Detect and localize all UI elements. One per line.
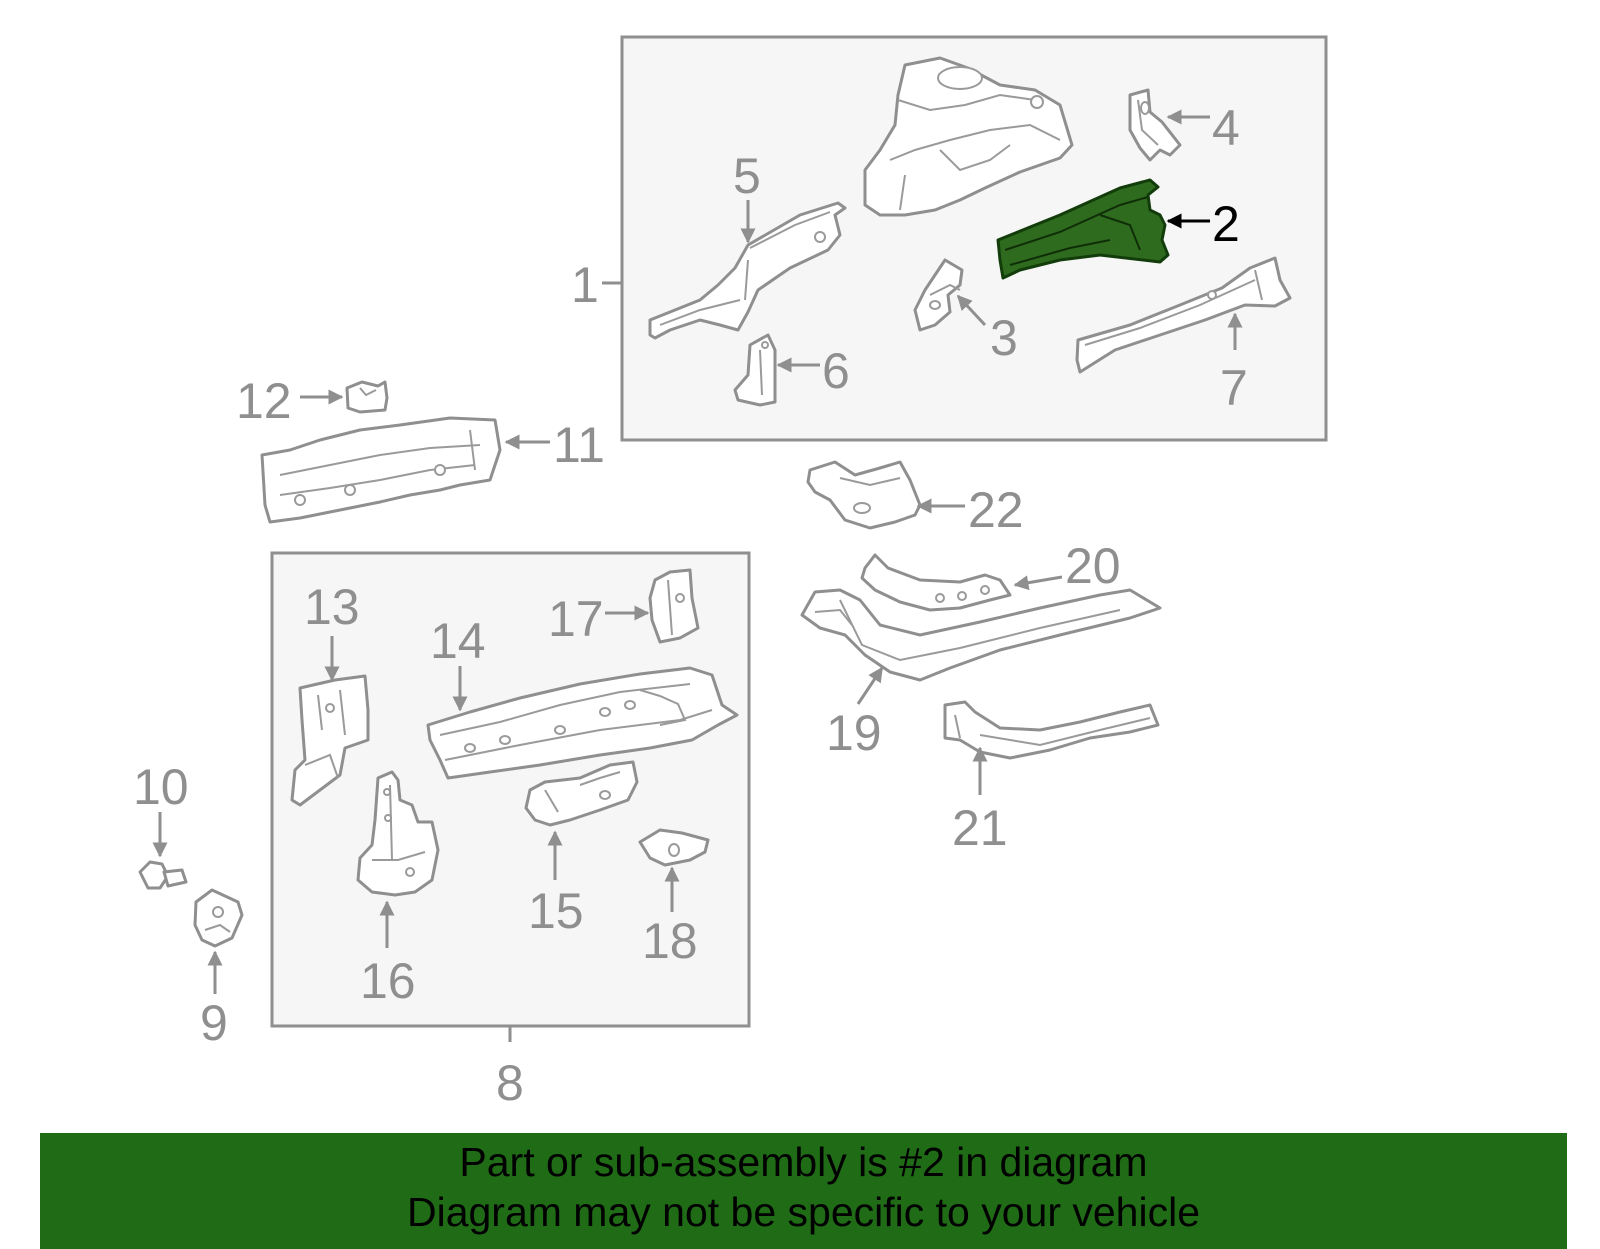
part-22 bbox=[806, 460, 922, 530]
callout-15: 15 bbox=[528, 883, 584, 939]
part-19 bbox=[800, 588, 1162, 682]
part-10-bolt bbox=[138, 860, 188, 890]
callout-19: 19 bbox=[826, 705, 882, 761]
callout-1: 1 bbox=[571, 257, 599, 313]
part-14 bbox=[426, 666, 739, 780]
callout-5: 5 bbox=[733, 148, 761, 204]
leader-3 bbox=[956, 294, 987, 327]
callout-12: 12 bbox=[236, 373, 292, 429]
callout-2: 2 bbox=[1212, 196, 1240, 252]
part-16 bbox=[356, 770, 440, 897]
callout-17: 17 bbox=[548, 591, 604, 647]
callout-14: 14 bbox=[430, 613, 486, 669]
callout-11: 11 bbox=[553, 417, 605, 473]
leader-19 bbox=[856, 666, 884, 705]
callout-22: 22 bbox=[968, 482, 1024, 538]
part-5 bbox=[648, 201, 847, 340]
part-9-plate bbox=[193, 888, 244, 948]
callout-3: 3 bbox=[990, 310, 1018, 366]
callout-6: 6 bbox=[822, 343, 850, 399]
callout-9: 9 bbox=[200, 995, 228, 1051]
part-11 bbox=[260, 416, 502, 524]
part-6 bbox=[733, 333, 777, 407]
part-7 bbox=[1075, 256, 1292, 374]
callout-21: 21 bbox=[952, 800, 1008, 856]
part-wheelhouse-upper bbox=[863, 56, 1074, 217]
part-18 bbox=[638, 828, 710, 867]
part-15 bbox=[524, 760, 639, 827]
part-12 bbox=[345, 380, 389, 414]
part-20 bbox=[860, 553, 1012, 612]
callout-10: 10 bbox=[133, 759, 189, 815]
callout-13: 13 bbox=[304, 579, 360, 635]
callout-4: 4 bbox=[1212, 100, 1240, 156]
banner-line-1: Part or sub-assembly is #2 in diagram bbox=[459, 1139, 1148, 1185]
part-21 bbox=[943, 700, 1160, 760]
callout-16: 16 bbox=[360, 953, 416, 1009]
leader-20 bbox=[1013, 575, 1063, 591]
part-3 bbox=[913, 258, 964, 332]
banner-line-2: Diagram may not be specific to your vehi… bbox=[406, 1189, 1200, 1235]
callout-20: 20 bbox=[1065, 538, 1121, 594]
part-2-highlighted bbox=[996, 178, 1170, 280]
part-17 bbox=[648, 568, 700, 644]
part-info-banner: Part or sub-assembly is #2 in diagram Di… bbox=[40, 1133, 1567, 1249]
part-4 bbox=[1128, 88, 1182, 162]
part-13 bbox=[290, 674, 370, 807]
callout-18: 18 bbox=[642, 913, 698, 969]
callout-8: 8 bbox=[496, 1055, 524, 1111]
callout-7: 7 bbox=[1220, 360, 1248, 416]
